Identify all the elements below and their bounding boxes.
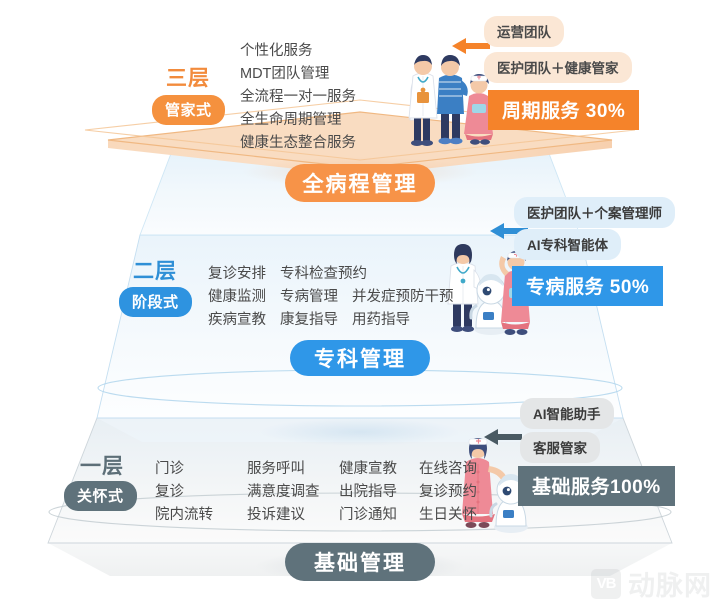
service-row: 复诊安排 专科检查预约 — [208, 263, 454, 286]
tier3-style-pill[interactable]: 管家式 — [152, 95, 225, 125]
service-item: 院内流转 — [155, 507, 213, 523]
service-row: 健康监测 专病管理 并发症预防干预 — [208, 286, 454, 309]
service-item: 康复指导 — [280, 312, 338, 328]
tier3-number: 三层 — [166, 67, 210, 90]
service-row: 全生命周期管理 — [240, 109, 356, 132]
tier1-service-list: 门诊 服务呼叫 健康宣教 在线咨询 复诊 满意度调查 出院指导 复诊预约 院内流… — [155, 458, 477, 527]
service-item: 专科检查预约 — [280, 266, 367, 282]
tier1-style-pill[interactable]: 关怀式 — [64, 481, 137, 511]
service-row: 健康生态整合服务 — [240, 132, 356, 155]
service-item: 复诊 — [155, 484, 184, 500]
service-item: 复诊安排 — [208, 266, 266, 282]
tier2-number: 二层 — [133, 260, 177, 283]
service-row: 门诊 服务呼叫 健康宣教 在线咨询 — [155, 458, 477, 481]
service-item: 个性化服务 — [240, 43, 313, 59]
service-item: 全流程一对一服务 — [240, 89, 356, 105]
tier1-number: 一层 — [80, 455, 124, 478]
tier2-arrow-icon — [490, 222, 528, 245]
service-item: MDT团队管理 — [240, 66, 330, 82]
tier2-role-tag-1[interactable]: 医护团队＋个案管理师 — [514, 197, 675, 228]
watermark-text: 动脉网 — [628, 571, 712, 601]
service-item: 在线咨询 — [419, 461, 477, 477]
tier3-role-tag-1[interactable]: 运营团队 — [484, 16, 564, 47]
tier3-arrow-icon — [452, 37, 490, 60]
service-item: 用药指导 — [352, 312, 410, 328]
watermark-logo-icon: VB — [591, 568, 621, 599]
service-item: 门诊 — [155, 461, 184, 477]
service-row: 复诊 满意度调查 出院指导 复诊预约 — [155, 481, 477, 504]
service-row: 全流程一对一服务 — [240, 86, 356, 109]
tier2-center-label[interactable]: 专科管理 — [290, 340, 430, 376]
service-row: 疾病宣教 康复指导 用药指导 — [208, 309, 454, 332]
illustration-tier3-people — [408, 55, 493, 146]
tier2-style-pill[interactable]: 阶段式 — [119, 287, 192, 317]
service-item: 服务呼叫 — [247, 461, 305, 477]
service-item: 复诊预约 — [419, 484, 477, 500]
service-item: 疾病宣教 — [208, 312, 266, 328]
service-item: 健康生态整合服务 — [240, 135, 356, 151]
tier3-service-list: 个性化服务 MDT团队管理 全流程一对一服务 全生命周期管理 健康生态整合服务 — [240, 40, 356, 155]
service-item: 出院指导 — [339, 484, 397, 500]
service-item: 生日关怀 — [419, 507, 477, 523]
service-item: 健康监测 — [208, 289, 266, 305]
tier1-center-label[interactable]: 基础管理 — [285, 543, 435, 581]
tier1-role-tag-1[interactable]: AI智能助手 — [520, 398, 614, 429]
service-item: 并发症预防干预 — [352, 289, 454, 305]
service-item: 门诊通知 — [339, 507, 397, 523]
tier3-role-tag-2[interactable]: 医护团队＋健康管家 — [484, 52, 632, 83]
service-item: 健康宣教 — [339, 461, 397, 477]
service-item: 投诉建议 — [247, 507, 305, 523]
tier2-service-list: 复诊安排 专科检查预约 健康监测 专病管理 并发症预防干预 疾病宣教 康复指导 … — [208, 263, 454, 332]
tier2-percent-badge[interactable]: 专病服务 50% — [512, 266, 664, 306]
tier3-percent-badge[interactable]: 周期服务 30% — [488, 90, 640, 130]
service-row: MDT团队管理 — [240, 63, 356, 86]
watermark: VB 动脉网 — [591, 564, 712, 603]
tier2-role-tag-2[interactable]: AI专科智能体 — [514, 229, 621, 260]
tier3-center-label[interactable]: 全病程管理 — [285, 164, 435, 202]
tier1-role-tag-2[interactable]: 客服管家 — [520, 432, 600, 463]
service-item: 专病管理 — [280, 289, 338, 305]
tier1-percent-badge[interactable]: 基础服务100% — [518, 466, 675, 506]
tier1-arrow-icon — [484, 428, 522, 451]
service-row: 院内流转 投诉建议 门诊通知 生日关怀 — [155, 504, 477, 527]
service-item: 满意度调查 — [247, 484, 320, 500]
service-row: 个性化服务 — [240, 40, 356, 63]
service-item: 全生命周期管理 — [240, 112, 342, 128]
